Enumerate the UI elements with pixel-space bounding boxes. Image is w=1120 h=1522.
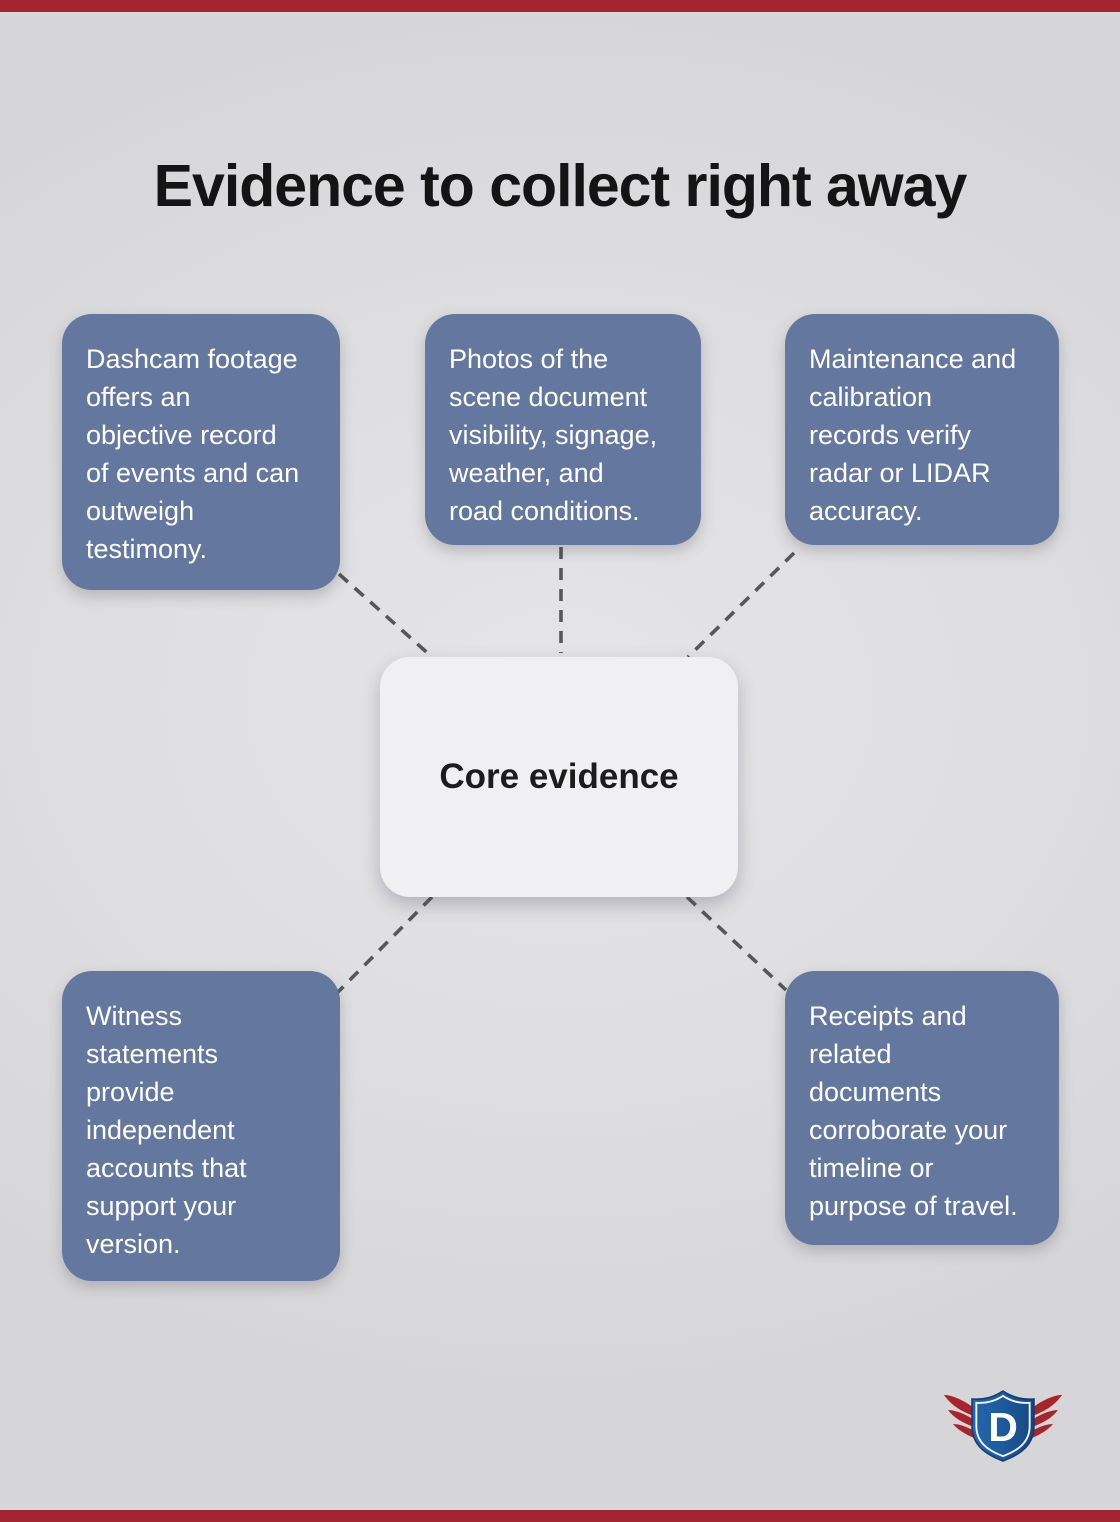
connector-line <box>686 551 796 659</box>
connector-line <box>685 895 788 992</box>
node-witness-statements: Witness statements provide independent a… <box>62 971 340 1281</box>
connector-line <box>337 572 434 659</box>
page-title: Evidence to collect right away <box>153 152 968 219</box>
shield-icon: D <box>971 1390 1035 1462</box>
center-node-core-evidence: Core evidence <box>380 657 738 897</box>
node-receipts-documents: Receipts and related documents corrobora… <box>785 971 1059 1245</box>
node-maintenance-records: Maintenance and calibration records veri… <box>785 314 1059 545</box>
wing-right-icon <box>1032 1395 1062 1438</box>
connector-line <box>335 895 434 995</box>
node-scene-photos: Photos of the scene document visibility,… <box>425 314 701 545</box>
node-dashcam-footage: Dashcam footage offers an objective reco… <box>62 314 340 590</box>
brand-logo: D <box>944 1390 1062 1462</box>
bottom-accent-bar <box>0 1510 1120 1522</box>
logo-letter: D <box>988 1404 1018 1450</box>
top-accent-bar <box>0 0 1120 12</box>
wing-left-icon <box>944 1395 974 1438</box>
